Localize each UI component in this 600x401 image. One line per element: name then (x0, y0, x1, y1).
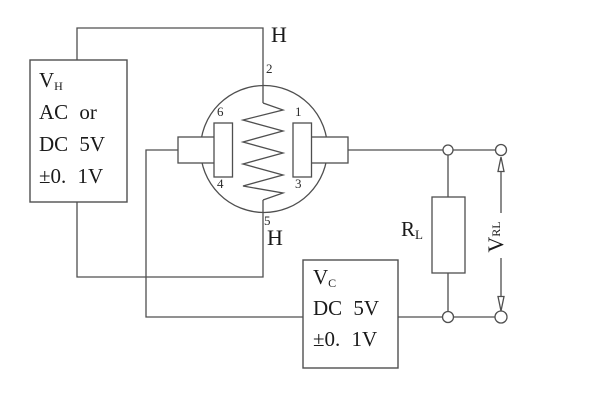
heater-label-bottom: H (267, 225, 283, 250)
vc-label: VC (313, 262, 379, 293)
load-resistor-body (431, 196, 466, 274)
wire-vh-to-pin5 (76, 200, 264, 278)
vc-label-sub: C (328, 276, 337, 290)
heater-coil (240, 102, 286, 201)
pin-label-1: 1 (295, 104, 302, 119)
pin-label-2: 2 (266, 61, 273, 76)
sensor-electrode-right (292, 122, 313, 178)
pin-label-5: 5 (264, 213, 271, 228)
vrl-arrow-down-icon (497, 295, 505, 312)
vc-line-tolerance: ±0. 1V (313, 327, 378, 351)
terminal-bottom-right (494, 310, 508, 324)
rl-label-sub: L (415, 227, 423, 242)
wire-sensor-left-to-vc (145, 149, 303, 318)
vc-box-text: VC DC 5V ±0. 1V (313, 262, 379, 355)
vrl-arrow-up-icon (497, 156, 505, 173)
node-output-bottom (441, 310, 455, 324)
vc-line-dc-5v: DC 5V (313, 296, 380, 320)
terminal-top-right (494, 143, 508, 157)
vh-label: VH (39, 64, 105, 96)
rl-label-main: R (401, 217, 416, 241)
pin-label-4: 4 (217, 176, 224, 191)
node-output-top (442, 144, 454, 156)
pin-label-3: 3 (295, 176, 302, 191)
pin-label-6: 6 (217, 104, 224, 119)
wire-vh-to-pin2 (76, 27, 264, 103)
vc-source-box (302, 259, 399, 369)
vh-label-main: V (39, 68, 55, 92)
sensor-tab-right (310, 136, 349, 164)
vh-line-ac-or: AC or (39, 100, 97, 124)
sensor-electrode-left (213, 122, 234, 178)
vh-line-tolerance: ±0. 1V (39, 164, 104, 188)
load-resistor-label: RL (401, 217, 423, 242)
vrl-label-sub: RL (488, 221, 503, 237)
vh-label-sub: H (54, 79, 63, 93)
sensor-tab-left (177, 136, 216, 164)
vc-label-main: V (313, 265, 329, 289)
vh-box-text: VH AC or DC 5V ±0. 1V (39, 64, 105, 192)
vh-source-box (29, 59, 128, 203)
heater-label-top: H (271, 22, 287, 47)
vrl-label-main: V (483, 236, 508, 253)
vh-line-dc-5v: DC 5V (39, 132, 106, 156)
